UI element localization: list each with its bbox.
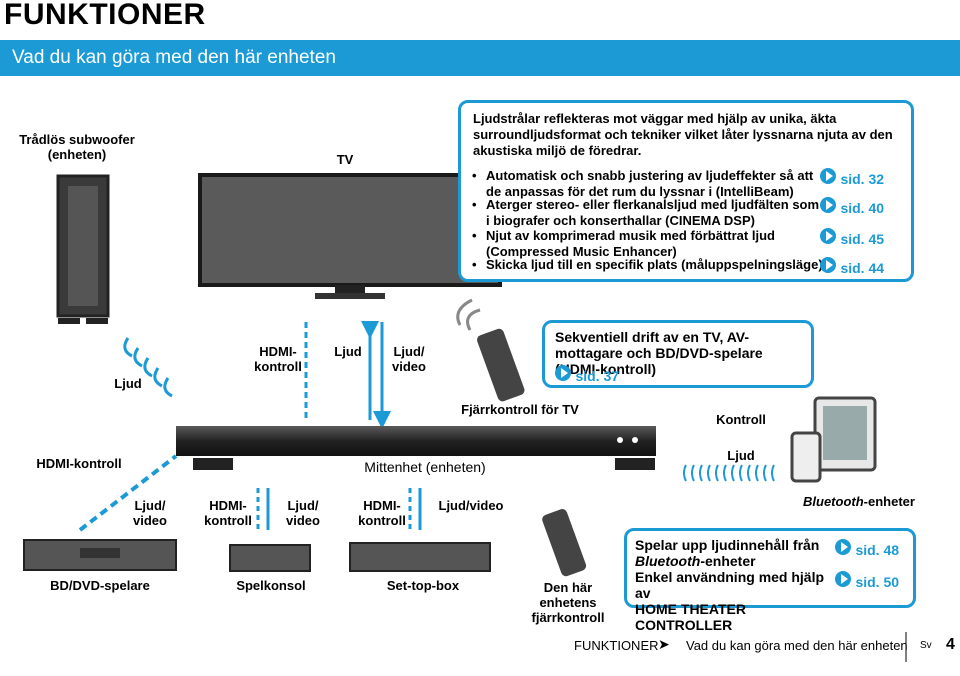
center-unit-label: Mittenhet (enheten) — [364, 459, 486, 475]
audio-label-left: Ljud — [114, 376, 142, 391]
subwoofer-label: Trådlös subwoofer (enheten) — [19, 132, 135, 162]
arrow-right-icon — [555, 365, 571, 381]
breadcrumb-arrow-icon: ➤ — [658, 636, 670, 652]
bullet-item: •Njut av komprimerad musik med förbättra… — [472, 228, 775, 259]
bd-player-label: BD/DVD-spelare — [50, 578, 150, 593]
bluetooth-waves-icon — [683, 464, 775, 482]
page-ref-link[interactable]: sid. 45 — [820, 228, 884, 249]
audio-label-right: Ljud — [727, 448, 755, 463]
arrow-right-icon — [835, 571, 851, 587]
control-label: Kontroll — [716, 412, 766, 427]
tv-remote-label: Fjärrkontroll för TV — [461, 402, 579, 417]
hdmi-callout: Sekventiell drift av en TV, AV-mottagare… — [542, 320, 814, 388]
bluetooth-devices-label: Bluetooth-enheter — [803, 494, 915, 509]
audio-video-label-3: Ljud/ video — [286, 498, 320, 528]
page-ref-link[interactable]: sid. 37 — [555, 365, 619, 386]
section-banner: Vad du kan göra med den här enheten — [0, 40, 960, 76]
own-remote-icon — [542, 509, 587, 577]
tv-label: TV — [336, 152, 354, 167]
banner-text: Vad du kan göra med den här enheten — [12, 47, 336, 68]
wireless-waves-icon — [123, 337, 173, 398]
audio-arrow-1 — [361, 321, 391, 429]
audio-video-label-2: Ljud/ video — [133, 498, 167, 528]
footer-subsection: Vad du kan göra med den här enheten — [686, 638, 908, 653]
stb-label: Set-top-box — [386, 578, 460, 593]
arrow-right-icon — [835, 539, 851, 555]
hdmi-label-1: HDMI-kontroll — [254, 344, 302, 374]
bt-callout-text: Spelar upp ljudinnehåll från Bluetooth-e… — [635, 537, 825, 633]
hdmi-label-3: HDMI-kontroll — [358, 498, 406, 528]
bullet-item: •Skicka ljud till en specifik plats (mål… — [472, 257, 823, 272]
game-console-icon — [229, 544, 311, 572]
own-remote-label: Den här enhetens fjärrkontroll — [531, 580, 605, 625]
callout-intro: Ljudstrålar reflekteras mot väggar med h… — [473, 111, 893, 158]
page-number: 4 — [946, 636, 955, 653]
tv-icon — [198, 173, 502, 299]
bd-player-icon — [23, 539, 177, 571]
audio-video-label-1: Ljud/ video — [392, 344, 426, 374]
tv-remote-icon — [477, 328, 525, 402]
footer-lang: Sv — [920, 640, 932, 651]
page-ref-link[interactable]: sid. 32 — [820, 168, 884, 189]
set-top-box-icon — [349, 542, 491, 572]
bluetooth-callout: Spelar upp ljudinnehåll från Bluetooth-e… — [624, 528, 916, 633]
hdmi-label-left: HDMI-kontroll — [36, 456, 122, 471]
hdmi-callout-text: Sekventiell drift av en TV, AV-mottagare… — [555, 329, 763, 377]
arrow-right-icon — [820, 197, 836, 213]
bullet-item: •Aterger stereo- eller flerkanalsljud me… — [472, 197, 820, 228]
arrow-right-icon — [820, 168, 836, 184]
arrow-right-icon — [820, 228, 836, 244]
hdmi-arrow-2 — [78, 454, 178, 532]
subwoofer-icon — [56, 174, 110, 324]
page-ref-link[interactable]: sid. 44 — [820, 257, 884, 278]
features-callout: Ljudstrålar reflekteras mot väggar med h… — [458, 100, 914, 282]
soundbar-icon — [176, 426, 656, 470]
page-ref-link[interactable]: sid. 40 — [820, 197, 884, 218]
console-label: Spelkonsol — [236, 578, 306, 593]
page-ref-link[interactable]: sid. 48 — [835, 539, 899, 560]
tablet-icon — [790, 396, 877, 483]
bullet-item: •Automatisk och snabb justering av ljude… — [472, 168, 814, 199]
footer-section: FUNKTIONER — [574, 638, 659, 653]
audio-video-label-4: Ljud/video — [438, 498, 504, 513]
audio-label-mid: Ljud — [334, 344, 362, 359]
hdmi-label-2: HDMI-kontroll — [204, 498, 252, 528]
page-ref-link[interactable]: sid. 50 — [835, 571, 899, 592]
page-title: FUNKTIONER — [4, 0, 206, 31]
arrow-right-icon — [820, 257, 836, 273]
